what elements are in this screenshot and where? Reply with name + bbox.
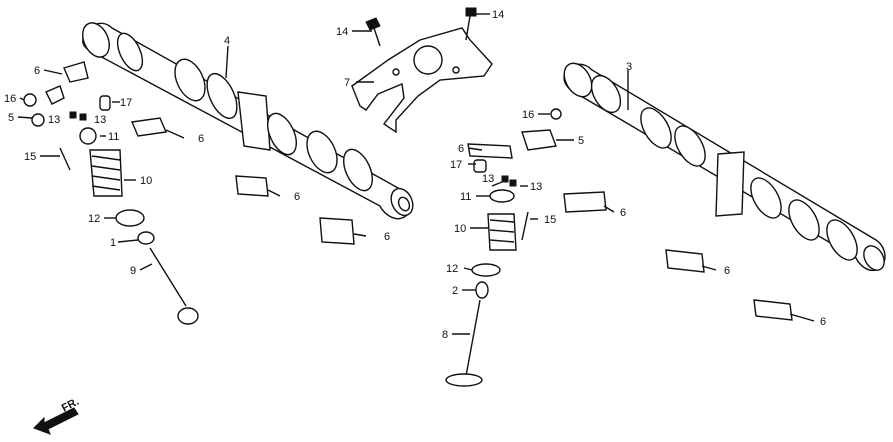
callout-13: 13 <box>482 173 494 185</box>
callout-15: 15 <box>544 214 556 226</box>
leader-lines <box>17 13 815 335</box>
callout-6: 6 <box>458 143 464 155</box>
callout-13: 13 <box>530 181 542 193</box>
callout-5: 5 <box>578 135 584 147</box>
callout-17: 17 <box>450 159 462 171</box>
valve-train-left <box>23 61 355 325</box>
callout-7: 7 <box>344 77 350 89</box>
callout-14: 14 <box>492 9 504 21</box>
callout-11: 11 <box>108 131 119 143</box>
callout-11: 11 <box>460 191 471 203</box>
callout-4: 4 <box>224 35 230 47</box>
callout-9: 9 <box>130 265 136 277</box>
callout-13: 13 <box>94 114 106 126</box>
callout-16: 16 <box>4 93 16 105</box>
front-indicator-label: FR. <box>60 396 81 415</box>
callout-6: 6 <box>724 265 730 277</box>
callout-10: 10 <box>140 175 152 187</box>
callout-16: 16 <box>522 109 534 121</box>
callout-15: 15 <box>24 151 36 163</box>
camshaft-holder-bracket <box>351 27 493 134</box>
camshaft-left <box>82 22 414 220</box>
camshaft-right <box>563 62 886 272</box>
bolt-14-right <box>465 7 477 41</box>
callout-12: 12 <box>88 213 100 225</box>
callout-3: 3 <box>626 61 632 73</box>
callout-6: 6 <box>198 133 204 145</box>
callout-2: 2 <box>452 285 458 297</box>
callouts: 4 3 14 14 7 6 16 17 5 13 13 6 11 15 10 6… <box>4 9 826 341</box>
callout-6: 6 <box>34 65 40 77</box>
callout-6: 6 <box>820 316 826 328</box>
callout-14: 14 <box>336 26 348 38</box>
callout-12: 12 <box>446 263 458 275</box>
callout-10: 10 <box>454 223 466 235</box>
callout-6: 6 <box>384 231 390 243</box>
callout-8: 8 <box>442 329 448 341</box>
callout-13: 13 <box>48 114 60 126</box>
callout-1: 1 <box>110 237 116 249</box>
callout-6: 6 <box>294 191 300 203</box>
bolt-14-left <box>365 17 381 47</box>
front-direction-arrow: FR. <box>33 396 81 435</box>
callout-17: 17 <box>120 97 132 109</box>
valve-train-right <box>445 108 793 387</box>
callout-6: 6 <box>620 207 626 219</box>
callout-5: 5 <box>8 112 14 124</box>
